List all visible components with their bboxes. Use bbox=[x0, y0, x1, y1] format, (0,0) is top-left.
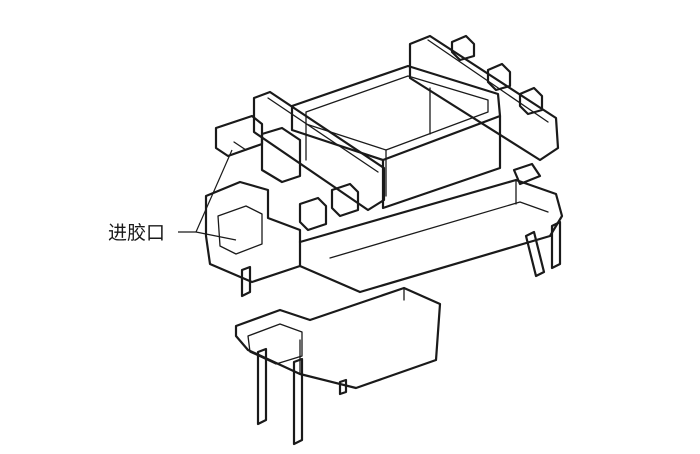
base-pins bbox=[240, 220, 562, 298]
terminal-block bbox=[234, 286, 442, 396]
lower-base bbox=[204, 162, 564, 294]
leader-line-lower bbox=[195, 231, 237, 241]
leader-line-upper bbox=[195, 149, 233, 233]
right-flange-rail bbox=[408, 34, 560, 162]
bottom-pins bbox=[256, 347, 304, 446]
left-flange-rail bbox=[214, 90, 386, 232]
gate-annotation: 进胶口 bbox=[108, 149, 237, 244]
gate-label: 进胶口 bbox=[108, 222, 165, 244]
coil-former bbox=[290, 64, 502, 210]
